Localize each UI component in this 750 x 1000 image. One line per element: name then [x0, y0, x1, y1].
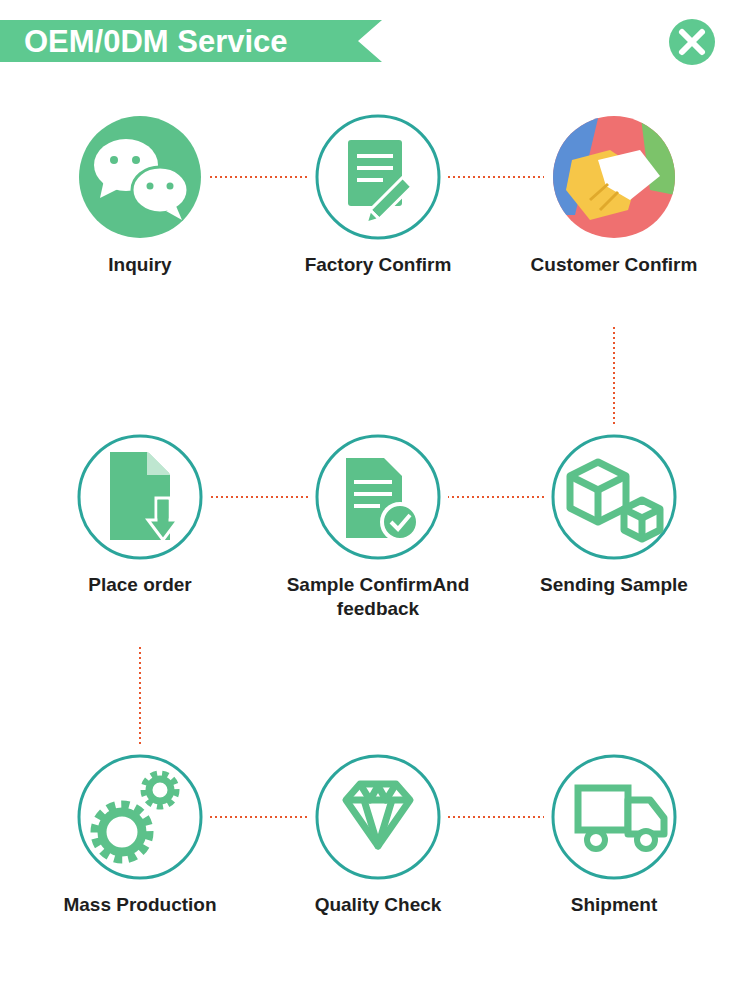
- dotted-connector: [210, 496, 308, 498]
- circle-outline: [79, 756, 201, 878]
- close-button-part: [682, 32, 702, 52]
- step-circle: [70, 427, 210, 567]
- circle-outline: [553, 756, 675, 878]
- step-circle: [544, 747, 684, 887]
- step-label: Customer Confirm: [504, 253, 724, 277]
- step-label: Mass Production: [30, 893, 250, 917]
- step-label: Shipment: [504, 893, 724, 917]
- step-node: Place order: [70, 427, 210, 647]
- step-label: Sending Sample: [504, 573, 724, 597]
- step-circle: [70, 107, 210, 247]
- circle-outline: [317, 116, 439, 238]
- step-node: Sending Sample: [544, 427, 684, 647]
- dotted-connector: [448, 496, 544, 498]
- dotted-connector: [210, 816, 308, 818]
- step-circle: [544, 107, 684, 247]
- step-label: Inquiry: [30, 253, 250, 277]
- step-node: Customer Confirm: [544, 107, 684, 327]
- step-node: Inquiry: [70, 107, 210, 327]
- step-circle: [308, 747, 448, 887]
- step-circle: [308, 107, 448, 247]
- step-node: Shipment: [544, 747, 684, 967]
- circle-outline: [79, 436, 201, 558]
- circle-outline: [553, 436, 675, 558]
- circle-outline: [79, 116, 201, 238]
- title: OEM/0DM Service: [24, 22, 288, 62]
- step-label: Place order: [30, 573, 250, 597]
- dotted-connector: [448, 816, 544, 818]
- close-button-part: [682, 32, 702, 52]
- circle-outline: [553, 116, 675, 238]
- step-label: Sample ConfirmAnd feedback: [268, 573, 488, 621]
- step-node: Mass Production: [70, 747, 210, 967]
- step-node: Quality Check: [308, 747, 448, 967]
- step-node: Factory Confirm: [308, 107, 448, 327]
- dotted-connector: [448, 176, 544, 178]
- step-label: Factory Confirm: [268, 253, 488, 277]
- step-label: Quality Check: [268, 893, 488, 917]
- dotted-connector: [613, 327, 615, 427]
- step-circle: [308, 427, 448, 567]
- close-button-part: [669, 19, 715, 65]
- dotted-connector: [210, 176, 308, 178]
- step-circle: [544, 427, 684, 567]
- title-ribbon: [0, 20, 382, 62]
- step-node: Sample ConfirmAnd feedback: [308, 427, 448, 647]
- step-circle: [70, 747, 210, 887]
- close-button: [669, 19, 715, 65]
- circle-outline: [317, 436, 439, 558]
- dotted-connector: [139, 647, 141, 747]
- circle-outline: [317, 756, 439, 878]
